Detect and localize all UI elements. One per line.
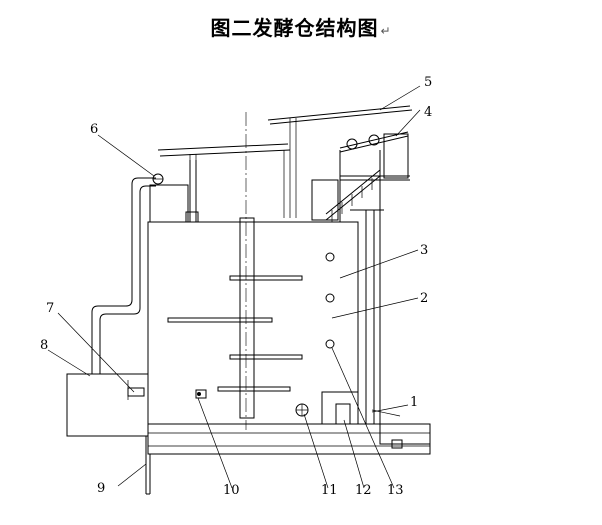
support-leg	[145, 436, 151, 495]
label-9: 9	[97, 481, 105, 496]
label-6: 6	[90, 122, 98, 137]
bottom-fittings	[195, 389, 309, 417]
label-7: 7	[46, 301, 54, 316]
top-rails	[157, 105, 413, 218]
stirring-paddles	[167, 275, 303, 392]
label-11: 11	[321, 483, 338, 498]
concrete-foundation	[147, 423, 431, 455]
label-8: 8	[40, 338, 48, 353]
paragraph-mark: ↵	[380, 24, 392, 38]
label-2: 2	[420, 291, 428, 306]
exhaust-pipe	[91, 173, 164, 374]
label-4: 4	[424, 105, 432, 120]
label-13: 13	[387, 483, 404, 498]
label-5: 5	[424, 75, 432, 90]
platform-stairs	[311, 131, 410, 222]
title-text: 图二发酵仓结构图	[210, 16, 379, 40]
upper-box	[149, 160, 199, 223]
label-10: 10	[223, 483, 240, 498]
label-3: 3	[420, 243, 428, 258]
label-12: 12	[355, 483, 372, 498]
diagram-title: 图二发酵仓结构图↵	[0, 12, 602, 41]
right-gutter	[371, 409, 431, 449]
bin-body	[147, 210, 381, 425]
center-shaft	[239, 112, 255, 430]
part-labels: 1 2 3 4 5 6 7 8 9 10 11 12 13	[40, 75, 432, 498]
leader-lines	[47, 85, 421, 489]
observation-ports	[325, 252, 335, 349]
left-tank	[66, 373, 149, 437]
label-1: 1	[410, 395, 418, 410]
